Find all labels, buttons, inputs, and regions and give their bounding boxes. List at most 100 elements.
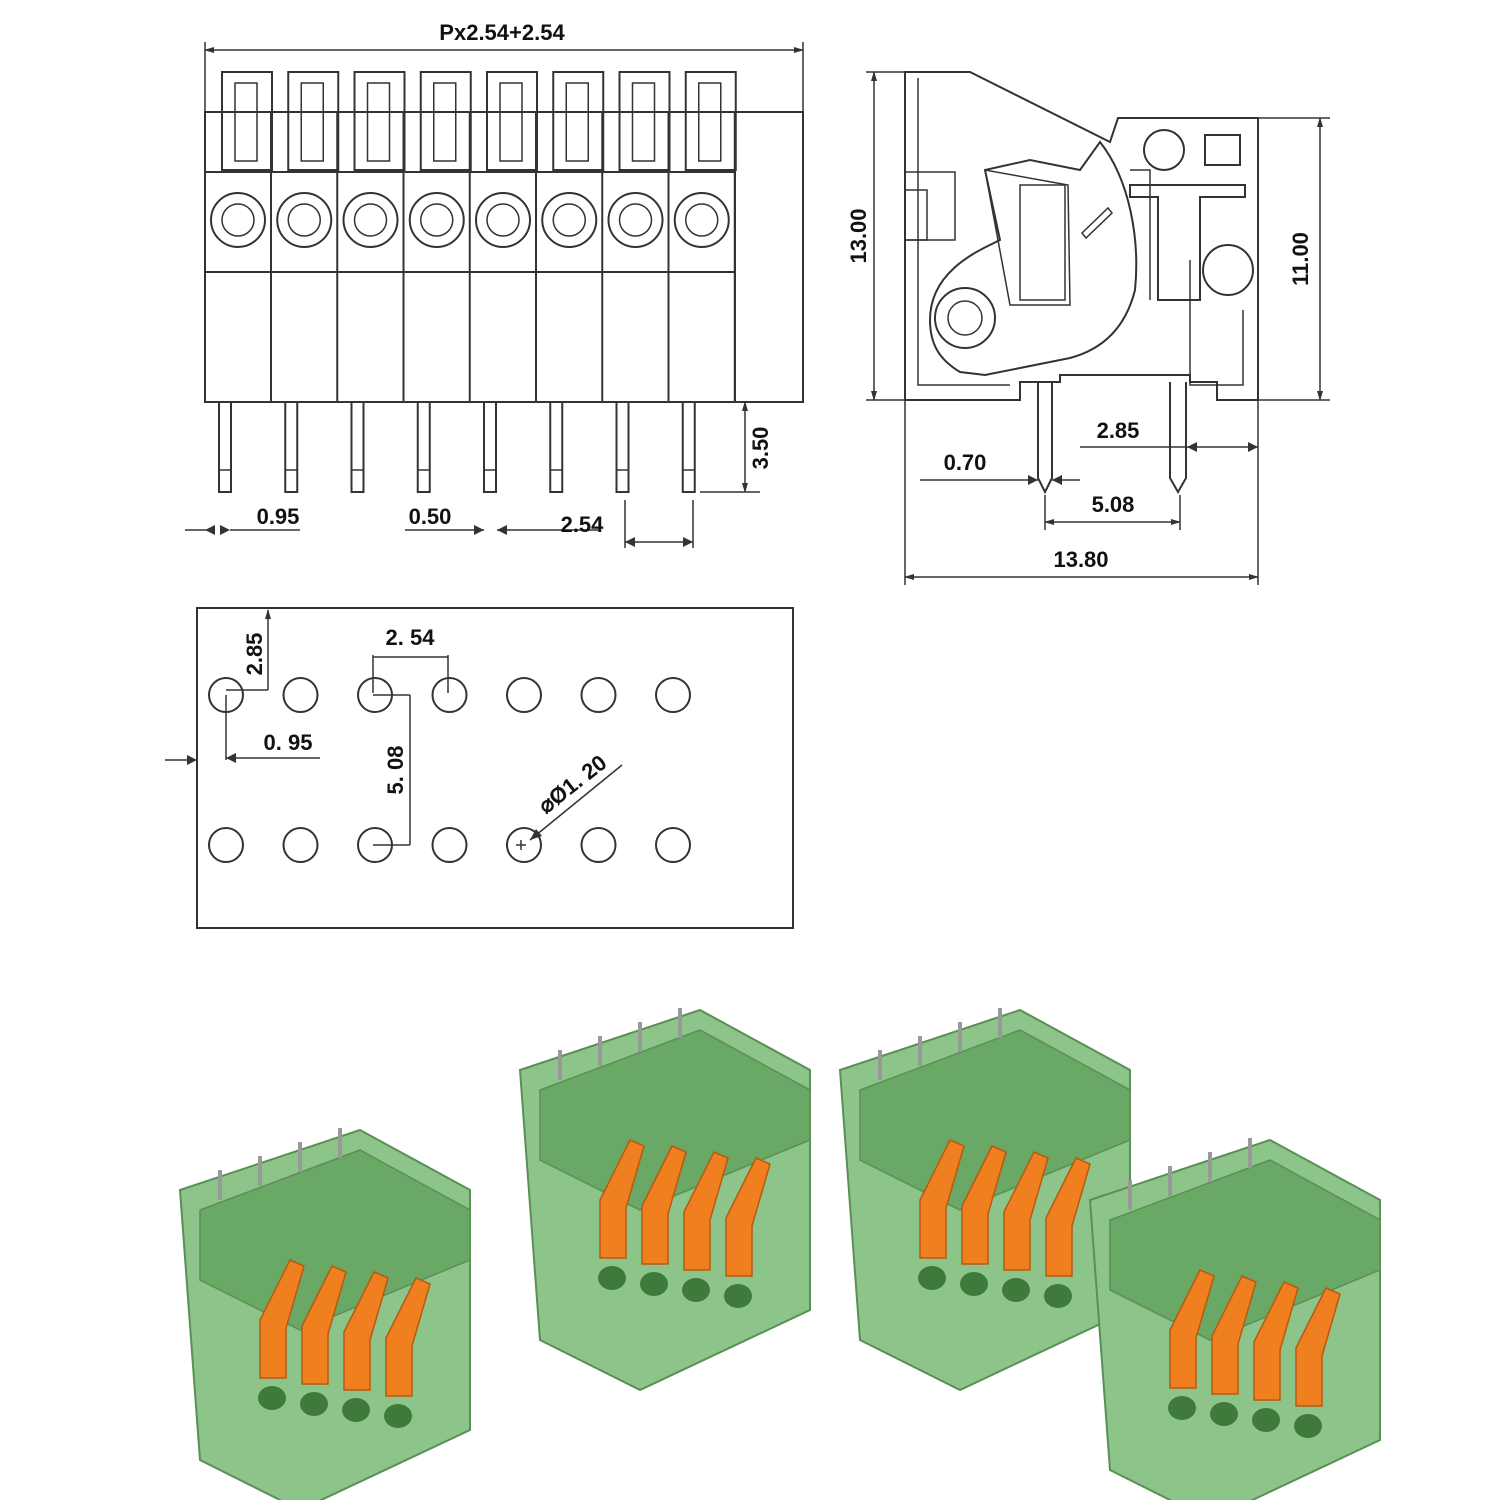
wire-entry-hole [1252, 1408, 1280, 1432]
top-face [859, 1029, 1131, 1211]
wire-entry-hole [276, 192, 333, 248]
pcb-layout: 2.85 2. 54 0. 95 5. 08 ⌀Ø1. 20 [165, 607, 794, 929]
pin [681, 401, 696, 493]
front-view: Px2.54+2.54 3.50 0.95 0.50 2.54 [185, 20, 804, 548]
pin [549, 401, 564, 493]
total-width-label: Px2.54+2.54 [439, 20, 565, 45]
orange-lever [1045, 1157, 1091, 1277]
wire-entry-hole [384, 1404, 412, 1428]
pcb-hole [580, 677, 617, 713]
lever-slot [618, 71, 671, 171]
wire-entry-hole [673, 192, 730, 248]
side-housing [904, 71, 1259, 401]
front-housing [204, 111, 804, 403]
top-face [199, 1149, 471, 1331]
pcb-pitch-label: 2. 54 [386, 625, 436, 650]
orange-lever [1295, 1287, 1341, 1407]
wire-entry-hole [640, 1272, 668, 1296]
pcb-row-spacing-label: 5. 08 [383, 746, 408, 795]
orange-lever [1169, 1269, 1215, 1389]
pin [416, 401, 431, 493]
pcb-hole [580, 827, 617, 863]
lever-body [928, 140, 1138, 377]
side-row-spacing-label: 5.08 [1092, 492, 1135, 517]
pcb-hole [208, 827, 244, 863]
lever-slot [221, 71, 273, 171]
pcb-hole [655, 827, 691, 863]
side-view: 13.00 11.00 2.85 [846, 71, 1330, 585]
orange-lever [1003, 1151, 1049, 1271]
lever-slot [552, 71, 605, 171]
side-depth-label: 13.80 [1053, 547, 1108, 572]
lever-slot [353, 71, 406, 171]
lever-slot [287, 71, 340, 171]
wire-entry-hole [210, 192, 266, 248]
pin-length-label: 3.50 [748, 427, 773, 470]
pcb-hole [282, 677, 319, 713]
front-terminal-3 [342, 71, 406, 493]
front-terminal-cells [210, 71, 737, 493]
wire-entry-hole [1044, 1284, 1072, 1308]
pin [218, 401, 232, 493]
orange-lever [301, 1265, 347, 1385]
pin-thickness-label: 0.50 [409, 504, 452, 529]
pin-width-label: 0.95 [257, 504, 300, 529]
wire-entry-hole [342, 192, 399, 248]
lever-slot [419, 71, 472, 171]
connector-photo-4 [1088, 1138, 1381, 1500]
wire-entry-hole [541, 192, 598, 248]
orange-lever [259, 1259, 305, 1379]
connector-photo-1 [178, 1128, 471, 1500]
pitch-label: 2.54 [561, 512, 605, 537]
wire-entry-hole [300, 1392, 328, 1416]
orange-lever [1211, 1275, 1257, 1395]
pcb-hole [282, 827, 319, 863]
orange-lever [343, 1271, 389, 1391]
wire-entry-hole [724, 1284, 752, 1308]
wire-entry-hole [1294, 1414, 1322, 1438]
wire-entry-hole [1210, 1402, 1238, 1426]
hole-center-mark [516, 840, 526, 850]
top-face [539, 1029, 811, 1211]
side-pin-offset-label: 2.85 [1097, 418, 1140, 443]
orange-lever [641, 1145, 687, 1265]
height-label: 13.00 [846, 208, 871, 263]
body-height-label: 11.00 [1288, 232, 1313, 286]
pcb-hole [506, 677, 542, 713]
pcb-hole [655, 677, 691, 713]
pin [615, 401, 630, 493]
front-terminal-8 [673, 71, 737, 493]
pcb-outline [196, 607, 794, 929]
front-terminal-1 [210, 71, 273, 493]
lever-slot [684, 71, 737, 171]
pcb-hole [431, 827, 468, 863]
orange-lever [919, 1139, 965, 1259]
product-photos [178, 1008, 1381, 1500]
front-terminal-4 [408, 71, 472, 493]
wire-entry-hole [342, 1398, 370, 1422]
wire-entry-hole [1168, 1396, 1196, 1420]
front-terminal-7 [607, 71, 671, 493]
orange-lever [961, 1145, 1007, 1265]
pcb-side-offset-label: 0. 95 [264, 730, 313, 755]
orange-lever [599, 1139, 645, 1259]
wire-entry-hole [475, 192, 531, 248]
pcb-hole-grid [208, 677, 691, 863]
connector-photo-3 [838, 1008, 1131, 1392]
pcb-edge-offset-label: 2.85 [242, 633, 267, 676]
pcb-hole [431, 677, 468, 713]
wire-entry-hole [607, 192, 664, 248]
wire-entry-hole [408, 192, 465, 248]
lever-slot [486, 71, 538, 171]
wire-entry-hole [258, 1386, 286, 1410]
wire-entry-hole [598, 1266, 626, 1290]
wire-entry-hole [918, 1266, 946, 1290]
front-terminal-2 [276, 71, 340, 493]
side-pin-thickness-label: 0.70 [944, 450, 987, 475]
front-terminal-5 [475, 71, 538, 493]
wire-entry-hole [682, 1278, 710, 1302]
top-face [1109, 1159, 1381, 1341]
orange-lever [1253, 1281, 1299, 1401]
front-terminal-6 [541, 71, 605, 493]
